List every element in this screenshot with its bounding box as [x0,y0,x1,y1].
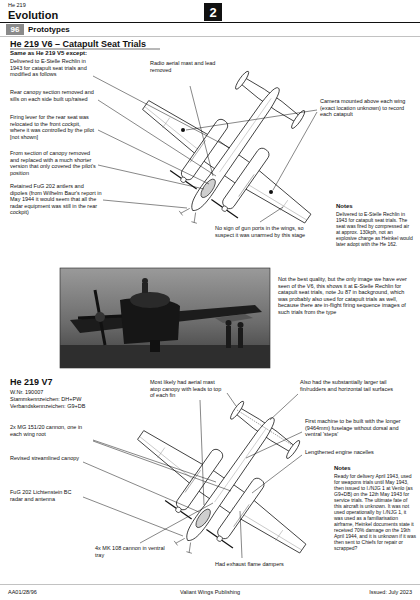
notes-heading: Notes [334,465,414,472]
subheading: Same as He 219 V5 except: [10,50,160,57]
section-head: Prototypes [28,25,148,35]
notes-heading: Notes [336,203,412,210]
callout-text: No sign of gun ports in the wings, so su… [215,225,307,238]
running-head: He 219 [8,2,68,9]
callout-text: Delivered to E-Stelle Rechlin in 1943 fo… [10,58,92,78]
photo-caption: Not the best quality, but the only image… [278,276,414,316]
callout-text: 4x MK 108 cannon in ventral tray [95,545,173,558]
callout-text: Firing lever for the rear seat was reloc… [10,114,96,140]
callout-text: Most likely had aerial mast atop canopy … [150,379,226,399]
leader-lines [83,393,302,558]
callout-text: Rear canopy section removed and sills on… [10,89,96,102]
callout-text: Lengthened engine nacelles [305,449,389,456]
callout-text: FuG 202 Lichtenstein BC radar and antenn… [10,489,82,502]
page-number-box: 96 [6,24,24,35]
aircraft-id: Verbandskennzeichen: G9+DB [10,403,130,410]
section-title: He 219 V7 [10,377,110,388]
callout-text: From section of canopy removed and repla… [10,150,96,176]
callout-text: Had exhaust flame dampers [215,561,299,568]
callout-text: Revised streamlined canopy [10,455,82,462]
publisher: Valiant Wings Publishing [150,589,270,596]
header-rule [0,36,420,37]
aerial-lead [237,410,292,445]
callout-text: First machine to be built with the longe… [305,418,413,438]
callout-text: Retained FuG 202 antlers and dipoles (fr… [10,183,102,216]
camera-mark [181,128,185,132]
section-title: He 219 V6 – Catapult Seat Trials [10,39,146,49]
box-text: 96 [11,25,20,34]
chapter-title: Evolution [8,9,128,22]
page-code: AA01/28/96 [8,589,88,596]
callout-text: Camera mounted above each wing (exact lo… [320,98,412,118]
header-rule [0,22,420,23]
callout-text: Radio aerial mast and lead removed [150,60,222,73]
callout-text: 2x MG 151/20 cannon, one in each wing ro… [10,424,92,437]
aircraft-id: W.Nr. 190007 [10,389,110,396]
chapter-number-box: 2 [204,3,222,21]
footer-rule [0,584,420,585]
camera-mark [269,190,273,194]
box-text: 2 [209,5,216,20]
callout-text: Also had the substantially larger tail f… [300,379,408,392]
aircraft-drawing [106,31,360,275]
notes-text: Ready for delivery April 1943, used for … [334,473,416,551]
photograph [60,268,270,368]
issue-date: Issued: July 2023 [330,589,412,596]
aircraft-drawing [101,361,355,600]
notes-text: Delivered to E-Stelle Rechlin in 1943 fo… [336,211,414,247]
aircraft-id: Stammkennzeichen: DH+PW [10,396,130,403]
leader-lines [93,76,317,222]
